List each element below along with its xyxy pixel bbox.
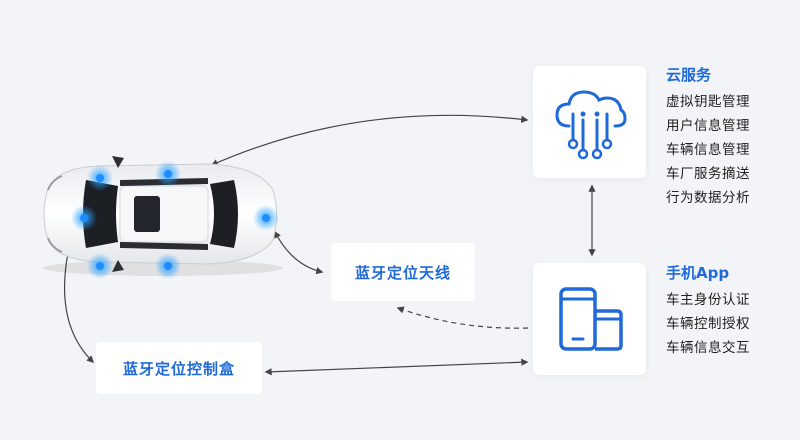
phone-app-title: 手机App <box>666 264 730 282</box>
phone-app-info: 手机App 车主身份认证 车辆控制授权 车辆信息交互 <box>666 262 750 360</box>
phone-card <box>533 263 646 375</box>
phone-app-item: 车辆信息交互 <box>666 340 750 356</box>
bt-antenna-text: 蓝牙定位天线 <box>354 263 451 282</box>
cloud-network-icon <box>555 90 627 160</box>
bt-control-box-text: 蓝牙定位控制盒 <box>122 359 235 378</box>
cloud-service-item: 车辆信息管理 <box>666 142 750 158</box>
cloud-service-item: 车厂服务摘送 <box>666 166 750 182</box>
cloud-service-item: 用户信息管理 <box>666 118 750 134</box>
arrow-car-antenna <box>274 230 324 275</box>
car-top-view <box>43 156 283 279</box>
cloud-card <box>533 66 646 178</box>
cloud-service-info: 云服务 虚拟钥匙管理 用户信息管理 车辆信息管理 车厂服务摘送 行为数据分析 <box>666 64 750 210</box>
arrow-car-cloud <box>210 114 529 166</box>
phone-app-item: 车主身份认证 <box>666 292 750 308</box>
cloud-service-title: 云服务 <box>666 66 712 84</box>
phone-app-item: 车辆控制授权 <box>666 316 750 332</box>
bt-control-box-label: 蓝牙定位控制盒 <box>96 342 262 394</box>
cloud-service-item: 虚拟钥匙管理 <box>666 94 750 110</box>
arrow-controlbox-phone <box>264 358 529 376</box>
arrow-phone-antenna <box>396 306 529 329</box>
mobile-devices-icon <box>559 287 623 351</box>
bt-antenna-label: 蓝牙定位天线 <box>331 243 475 301</box>
antenna-glows <box>71 161 279 279</box>
cloud-service-item: 行为数据分析 <box>666 190 750 206</box>
